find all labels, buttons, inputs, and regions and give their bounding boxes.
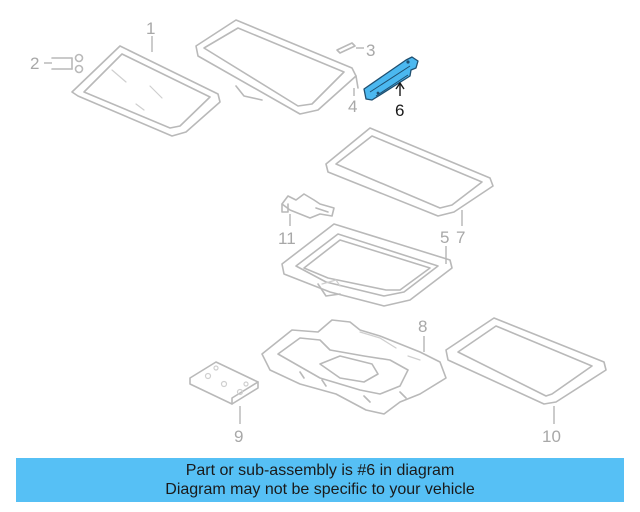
- banner-line-2: Diagram may not be specific to your vehi…: [165, 481, 475, 498]
- callout-6: 6: [395, 101, 404, 120]
- info-banner: Part or sub-assembly is #6 in diagram Di…: [16, 458, 624, 502]
- callout-4: 4: [348, 97, 357, 116]
- leader-6-arrow: [395, 81, 405, 90]
- callout-9: 9: [234, 427, 243, 446]
- callouts: 1 2 3 4 5 6 7 8 9 10 11: [30, 19, 561, 446]
- callout-8: 8: [418, 317, 427, 336]
- callout-1: 1: [146, 19, 155, 38]
- leader-lines: [44, 36, 555, 424]
- part-10-seal: [445, 317, 607, 405]
- part-8-base-assembly: [261, 319, 447, 415]
- part-5-housing-frame: [281, 223, 453, 307]
- part-7-sunshade: [325, 127, 494, 217]
- part-4-frame: [195, 19, 359, 115]
- banner-line-1: Part or sub-assembly is #6 in diagram: [185, 462, 455, 479]
- part-6-guide-rail-highlighted: [363, 56, 419, 101]
- part-9-mounting-plate: [189, 361, 259, 405]
- callout-11: 11: [278, 229, 296, 248]
- part-3-pin: [336, 42, 356, 54]
- part-11-bracket: [281, 193, 335, 219]
- part-1-glass-panel: [71, 45, 221, 137]
- callout-10: 10: [542, 427, 561, 446]
- callout-5: 5: [440, 228, 449, 247]
- callout-7: 7: [456, 228, 465, 247]
- callout-2: 2: [30, 54, 39, 73]
- callout-3: 3: [366, 41, 375, 60]
- part-2-clips: [51, 53, 84, 74]
